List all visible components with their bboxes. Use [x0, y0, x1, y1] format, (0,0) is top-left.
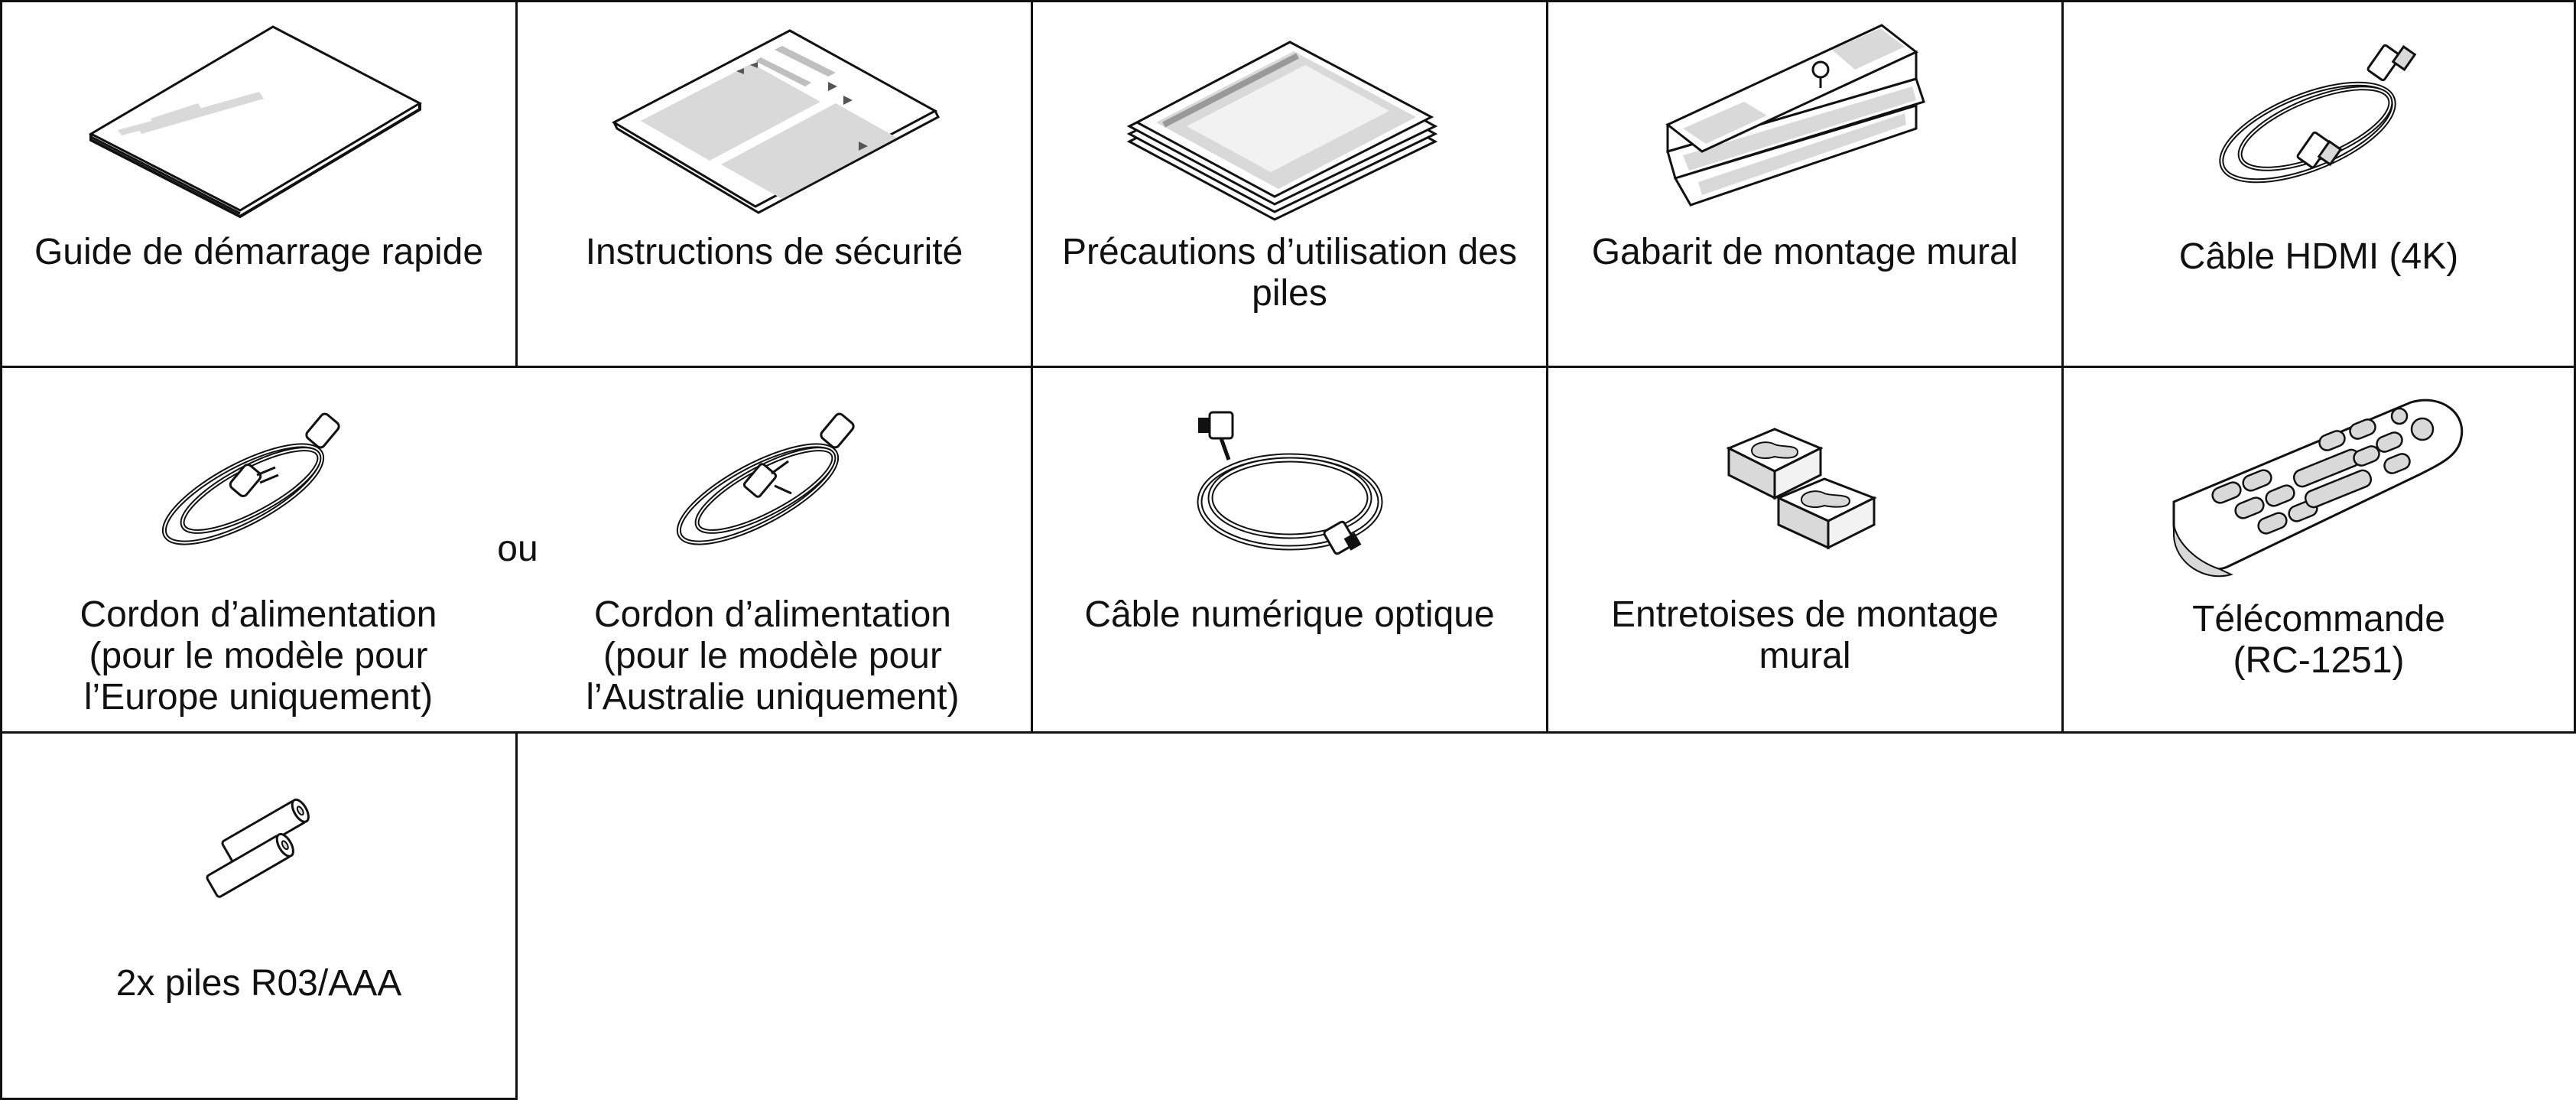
- aaa-batteries-icon: [206, 798, 310, 898]
- accessory-cell-quick-start-guide: Guide de démarrage rapide: [0, 0, 518, 368]
- item-label: Télécommande (RC-1251): [2192, 599, 2445, 681]
- item-label: Guide de démarrage rapide: [34, 232, 484, 272]
- wall-mount-template-icon: [1665, 24, 1925, 207]
- power-cord-australia-icon: [676, 412, 855, 545]
- item-label: 2x piles R03/AAA: [115, 963, 402, 1004]
- power-cord-europe: Cordon d’alimentation (pour le modèle po…: [2, 368, 515, 731]
- or-separator: ou: [497, 529, 538, 569]
- wall-mount-spacers-icon: [1725, 428, 1877, 550]
- power-cord-australia: Cordon d’alimentation (pour le modèle po…: [515, 368, 1031, 731]
- accessory-cell-aaa-batteries: 2x piles R03/AAA: [0, 731, 518, 1100]
- accessory-cell-safety-instructions: Instructions de sécurité: [515, 0, 1033, 368]
- safety-instructions-icon: [611, 29, 940, 214]
- accessory-cell-hdmi-cable: Câble HDMI (4K): [2061, 0, 2576, 368]
- accessory-cell-wall-mount-template: Gabarit de montage mural: [1546, 0, 2064, 368]
- item-label: Précautions d’utilisation des piles: [1061, 232, 1517, 314]
- item-label: Gabarit de montage mural: [1591, 232, 2019, 272]
- item-label: Câble numérique optique: [1084, 594, 1495, 635]
- item-label: Instructions de sécurité: [585, 232, 963, 272]
- remote-control-icon: [2172, 399, 2463, 578]
- power-cord-europe-icon: [161, 412, 340, 545]
- item-label: Entretoises de montage mural: [1611, 594, 1999, 676]
- accessory-cell-power-cords: Cordon d’alimentation (pour le modèle po…: [0, 366, 1033, 734]
- quick-start-guide-icon: [88, 25, 422, 219]
- accessory-cell-remote-control: Télécommande (RC-1251): [2061, 366, 2576, 734]
- item-label: Câble HDMI (4K): [2178, 236, 2459, 277]
- optical-cable-icon: [1197, 411, 1382, 555]
- hdmi-cable-icon: [2218, 44, 2416, 184]
- accessory-cell-wall-mount-spacers: Entretoises de montage mural: [1546, 366, 2064, 734]
- battery-precautions-leaflet-icon: [1126, 41, 1437, 221]
- item-label: Cordon d’alimentation (pour le modèle po…: [586, 594, 960, 718]
- accessory-cell-optical-cable: Câble numérique optique: [1031, 366, 1548, 734]
- accessory-cell-battery-precautions: Précautions d’utilisation des piles: [1031, 0, 1548, 368]
- item-label: Cordon d’alimentation (pour le modèle po…: [80, 594, 437, 718]
